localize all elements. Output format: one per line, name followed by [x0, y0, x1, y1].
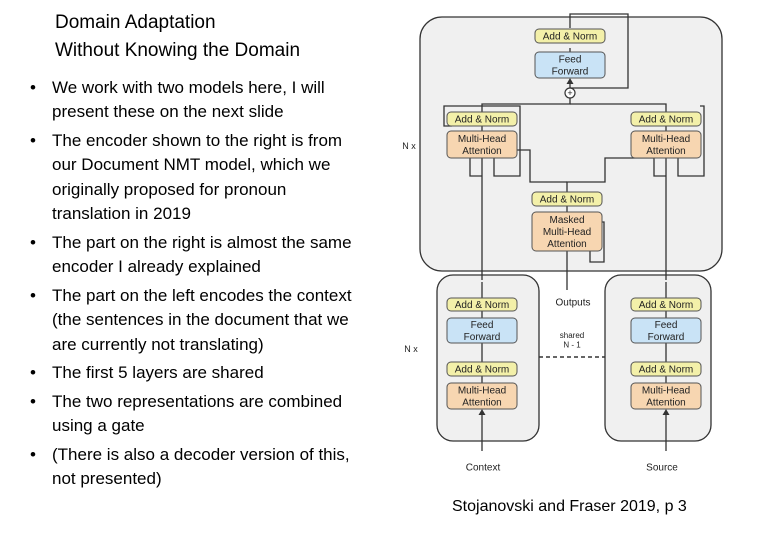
upper-encoder-panel: [419, 16, 723, 272]
arrowhead: [662, 409, 670, 415]
top-add-norm-box: [534, 28, 606, 44]
masked-add-norm-box-label: Add & Norm: [540, 195, 594, 206]
gate-combine-symbol: +: [567, 88, 572, 98]
source-add-norm-1-box: [630, 297, 702, 312]
context-add-norm-1-box-label: Add & Norm: [455, 300, 509, 311]
source-add-norm-2-box: [630, 361, 702, 377]
context-multi-head-box: [446, 382, 518, 410]
masked-multi-head-box: [531, 211, 603, 252]
right-add-norm-box: [630, 111, 702, 127]
bullet-text: The part on the left encodes the context…: [52, 285, 352, 354]
context-label: Context: [466, 463, 501, 474]
bullet-dot: •: [30, 232, 36, 252]
source-add-norm-1-box-label: Add & Norm: [639, 300, 693, 311]
bullet-text: We work with two models here, I will pre…: [52, 78, 325, 122]
context-add-norm-2-box: [446, 361, 518, 377]
citation: Stojanovski and Fraser 2019, p 3: [452, 498, 687, 515]
bullet-text: The two representations are combined usi…: [52, 391, 343, 436]
source-feed-forward-box: [630, 317, 702, 344]
bullet-item: • (There is also a decoder version of thi…: [30, 443, 360, 492]
bullet-text: The first 5 layers are shared: [52, 363, 264, 383]
context-add-norm-2-box-label: Add & Norm: [455, 365, 509, 376]
bullet-dot: •: [30, 285, 36, 305]
masked-add-norm-box: [531, 191, 603, 207]
bullet-dot: •: [30, 131, 36, 150]
left-add-norm-box-label: Add & Norm: [455, 115, 509, 126]
bullet-item: • The part on the right is almost the sam…: [30, 231, 360, 280]
outputs-label: Outputs: [555, 298, 590, 309]
top-feed-forward-box: [534, 51, 606, 79]
left-multi-head-box: [446, 130, 518, 159]
bullet-dot: •: [30, 363, 36, 383]
bullet-item: • The encoder shown to the right is from …: [30, 129, 360, 227]
right-add-norm-box-label: Add & Norm: [639, 115, 693, 126]
source-multi-head-box: [630, 382, 702, 410]
residual-line: [569, 13, 629, 89]
bullet-item: • The two representations are combined us…: [30, 390, 360, 439]
nx-upper-label: N x: [402, 141, 416, 151]
right-multi-head-box: [630, 130, 702, 159]
residual-line: [443, 105, 521, 177]
bullet-list: • We work with two models here, I will pr…: [30, 76, 360, 496]
nx-lower-label: N x: [404, 344, 418, 354]
slide-title: Domain Adaptation Without Knowing the Do…: [55, 12, 301, 61]
arrowhead: [566, 78, 574, 84]
context-feed-forward-box: [446, 317, 518, 344]
bullet-text: (There is also a decoder version of this…: [52, 444, 350, 489]
bullet-item: • The part on the left encodes the contex…: [30, 284, 360, 357]
bullet-text: The encoder shown to the right is from o…: [52, 131, 343, 224]
residual-line: [677, 105, 705, 177]
left-add-norm-box: [446, 111, 518, 127]
top-add-norm-box-label: Add & Norm: [543, 32, 597, 43]
arrowhead: [478, 409, 486, 415]
bullet-dot: •: [30, 391, 36, 411]
bullet-item: • The first 5 layers are shared: [30, 361, 360, 385]
bullet-dot: •: [30, 444, 36, 464]
source-label: Source: [646, 463, 678, 474]
bullet-text: The part on the right is almost the same…: [52, 232, 352, 277]
bullet-dot: •: [30, 78, 36, 97]
bullet-item: • We work with two models here, I will pr…: [30, 76, 360, 125]
context-add-norm-1-box: [446, 297, 518, 312]
source-add-norm-2-box-label: Add & Norm: [639, 365, 693, 376]
